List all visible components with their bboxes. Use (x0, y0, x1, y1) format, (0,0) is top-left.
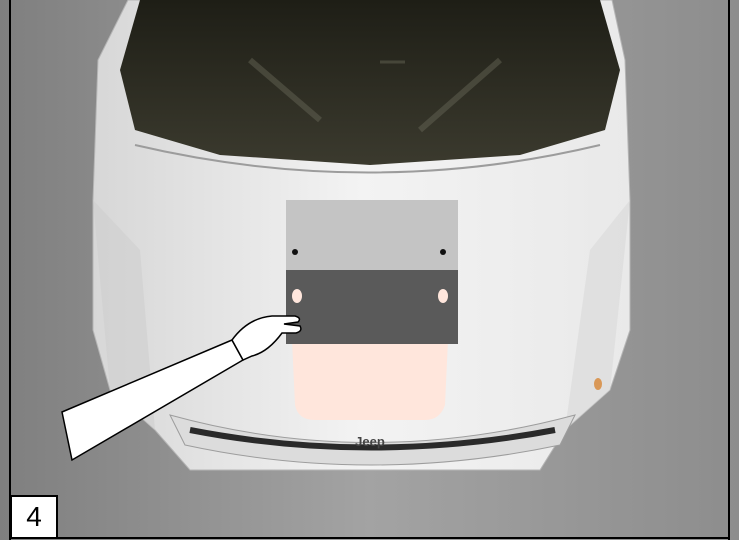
side-marker (594, 378, 602, 390)
decal-tab-right (438, 289, 448, 303)
alignment-dot-left (292, 249, 298, 255)
decal-backing-dark (286, 270, 458, 344)
decal-tab-left (292, 289, 302, 303)
step-number-label: 4 (10, 495, 58, 539)
hood-center-decal (292, 340, 448, 420)
decal-backing-light (286, 200, 458, 270)
alignment-dot-right (440, 249, 446, 255)
windshield (120, 0, 620, 165)
jeep-badge: Jeep (355, 434, 385, 449)
